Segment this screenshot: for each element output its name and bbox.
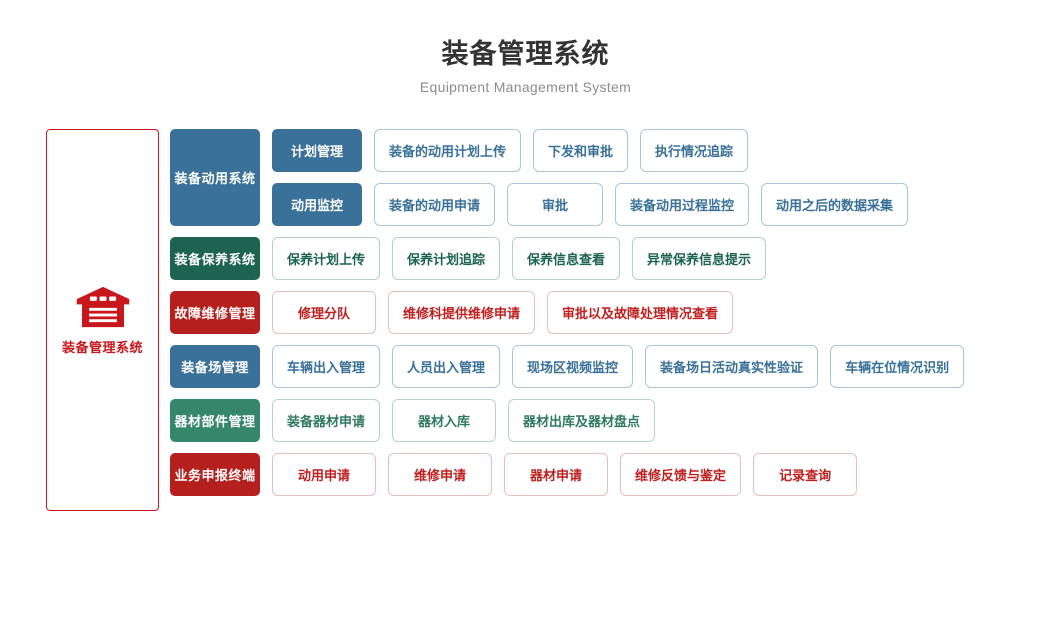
leaf-box[interactable]: 动用申请 (272, 453, 377, 496)
subrow-plan-management: 计划管理 装备的动用计划上传 下发和审批 执行情况追踪 (272, 129, 908, 172)
page-title: 装备管理系统 (441, 39, 610, 69)
leaf-box[interactable]: 装备的动用计划上传 (374, 129, 522, 172)
leaf-box[interactable]: 现场区视频监控 (512, 345, 634, 388)
leaf-box[interactable]: 记录查询 (753, 453, 858, 496)
leaf-box[interactable]: 审批 (507, 183, 604, 226)
leaf-box[interactable]: 人员出入管理 (392, 345, 501, 388)
subrow-dispatch-monitoring: 动用监控 装备的动用申请 审批 装备动用过程监控 动用之后的数据采集 (272, 183, 909, 226)
category-box-equipment-maintenance[interactable]: 装备保养系统 (170, 237, 260, 280)
leaf-box[interactable]: 维修反馈与鉴定 (620, 453, 742, 496)
leaf-group: 修理分队 维修科提供维修申请 审批以及故障处理情况查看 (260, 291, 734, 334)
leaf-box[interactable]: 装备动用过程监控 (615, 183, 750, 226)
leaf-box[interactable]: 审批以及故障处理情况查看 (547, 291, 734, 334)
warehouse-icon (75, 285, 131, 329)
subcategory-box-plan-management[interactable]: 计划管理 (272, 129, 362, 172)
leaf-box[interactable]: 装备器材申请 (272, 399, 381, 442)
category-box-parts-management[interactable]: 器材部件管理 (170, 399, 260, 442)
leaf-box[interactable]: 装备的动用申请 (374, 183, 496, 226)
leaf-box[interactable]: 保养信息查看 (512, 237, 621, 280)
subcategory-box-dispatch-monitoring[interactable]: 动用监控 (272, 183, 362, 226)
category-label: 业务申报终端 (174, 468, 256, 483)
row-parts-management: 器材部件管理 装备器材申请 器材入库 器材出库及器材盘点 (170, 399, 964, 442)
subcategory-label: 计划管理 (290, 144, 343, 159)
root-system-panel[interactable]: 装备管理系统 (46, 129, 159, 511)
row-business-declaration: 业务申报终端 动用申请 维修申请 器材申请 维修反馈与鉴定 记录查询 (170, 453, 964, 496)
leaf-box[interactable]: 车辆在位情况识别 (830, 345, 965, 388)
category-box-equipment-yard[interactable]: 装备场管理 (170, 345, 260, 388)
leaf-box[interactable]: 保养计划上传 (272, 237, 381, 280)
page-subtitle: Equipment Management System (419, 79, 632, 95)
leaf-box[interactable]: 装备场日活动真实性验证 (645, 345, 819, 388)
category-box-business-declaration[interactable]: 业务申报终端 (170, 453, 260, 496)
subcategory-label: 动用监控 (290, 198, 343, 213)
leaf-box[interactable]: 器材申请 (504, 453, 609, 496)
leaf-group: 动用申请 维修申请 器材申请 维修反馈与鉴定 记录查询 (260, 453, 858, 496)
category-label: 装备动用系统 (174, 171, 256, 186)
category-label: 装备保养系统 (174, 252, 256, 267)
leaf-box[interactable]: 维修科提供维修申请 (388, 291, 536, 334)
leaf-box[interactable]: 修理分队 (272, 291, 377, 334)
leaf-group: 车辆出入管理 人员出入管理 现场区视频监控 装备场日活动真实性验证 车辆在位情况… (260, 345, 965, 388)
category-box-fault-repair[interactable]: 故障维修管理 (170, 291, 260, 334)
leaf-group: 保养计划上传 保养计划追踪 保养信息查看 异常保养信息提示 (260, 237, 767, 280)
category-label: 器材部件管理 (174, 414, 256, 429)
leaf-box[interactable]: 维修申请 (388, 453, 493, 496)
leaf-group: 装备器材申请 器材入库 器材出库及器材盘点 (260, 399, 656, 442)
leaf-box[interactable]: 车辆出入管理 (272, 345, 381, 388)
page-header: 装备管理系统 Equipment Management System (0, 36, 1051, 98)
row-fault-repair: 故障维修管理 修理分队 维修科提供维修申请 审批以及故障处理情况查看 (170, 291, 964, 334)
leaf-box[interactable]: 异常保养信息提示 (632, 237, 767, 280)
row-equipment-yard: 装备场管理 车辆出入管理 人员出入管理 现场区视频监控 装备场日活动真实性验证 … (170, 345, 965, 388)
leaf-box[interactable]: 器材出库及器材盘点 (508, 399, 656, 442)
leaf-box[interactable]: 动用之后的数据采集 (761, 183, 909, 226)
row-equipment-maintenance: 装备保养系统 保养计划上传 保养计划追踪 保养信息查看 异常保养信息提示 (170, 237, 964, 280)
leaf-box[interactable]: 下发和审批 (533, 129, 629, 172)
category-label: 故障维修管理 (174, 306, 256, 321)
subgroup-stack: 计划管理 装备的动用计划上传 下发和审批 执行情况追踪 动用监控 装备的动用申请… (272, 129, 909, 226)
row-equipment-dispatch: 装备动用系统 计划管理 装备的动用计划上传 下发和审批 执行情况追踪 动用监控 … (170, 129, 964, 226)
leaf-box[interactable]: 保养计划追踪 (392, 237, 501, 280)
leaf-box[interactable]: 器材入库 (392, 399, 497, 442)
system-rows: 装备动用系统 计划管理 装备的动用计划上传 下发和审批 执行情况追踪 动用监控 … (170, 129, 965, 507)
category-box-equipment-dispatch[interactable]: 装备动用系统 (170, 129, 260, 226)
root-system-label: 装备管理系统 (61, 339, 143, 355)
category-label: 装备场管理 (181, 360, 249, 375)
leaf-box[interactable]: 执行情况追踪 (640, 129, 749, 172)
